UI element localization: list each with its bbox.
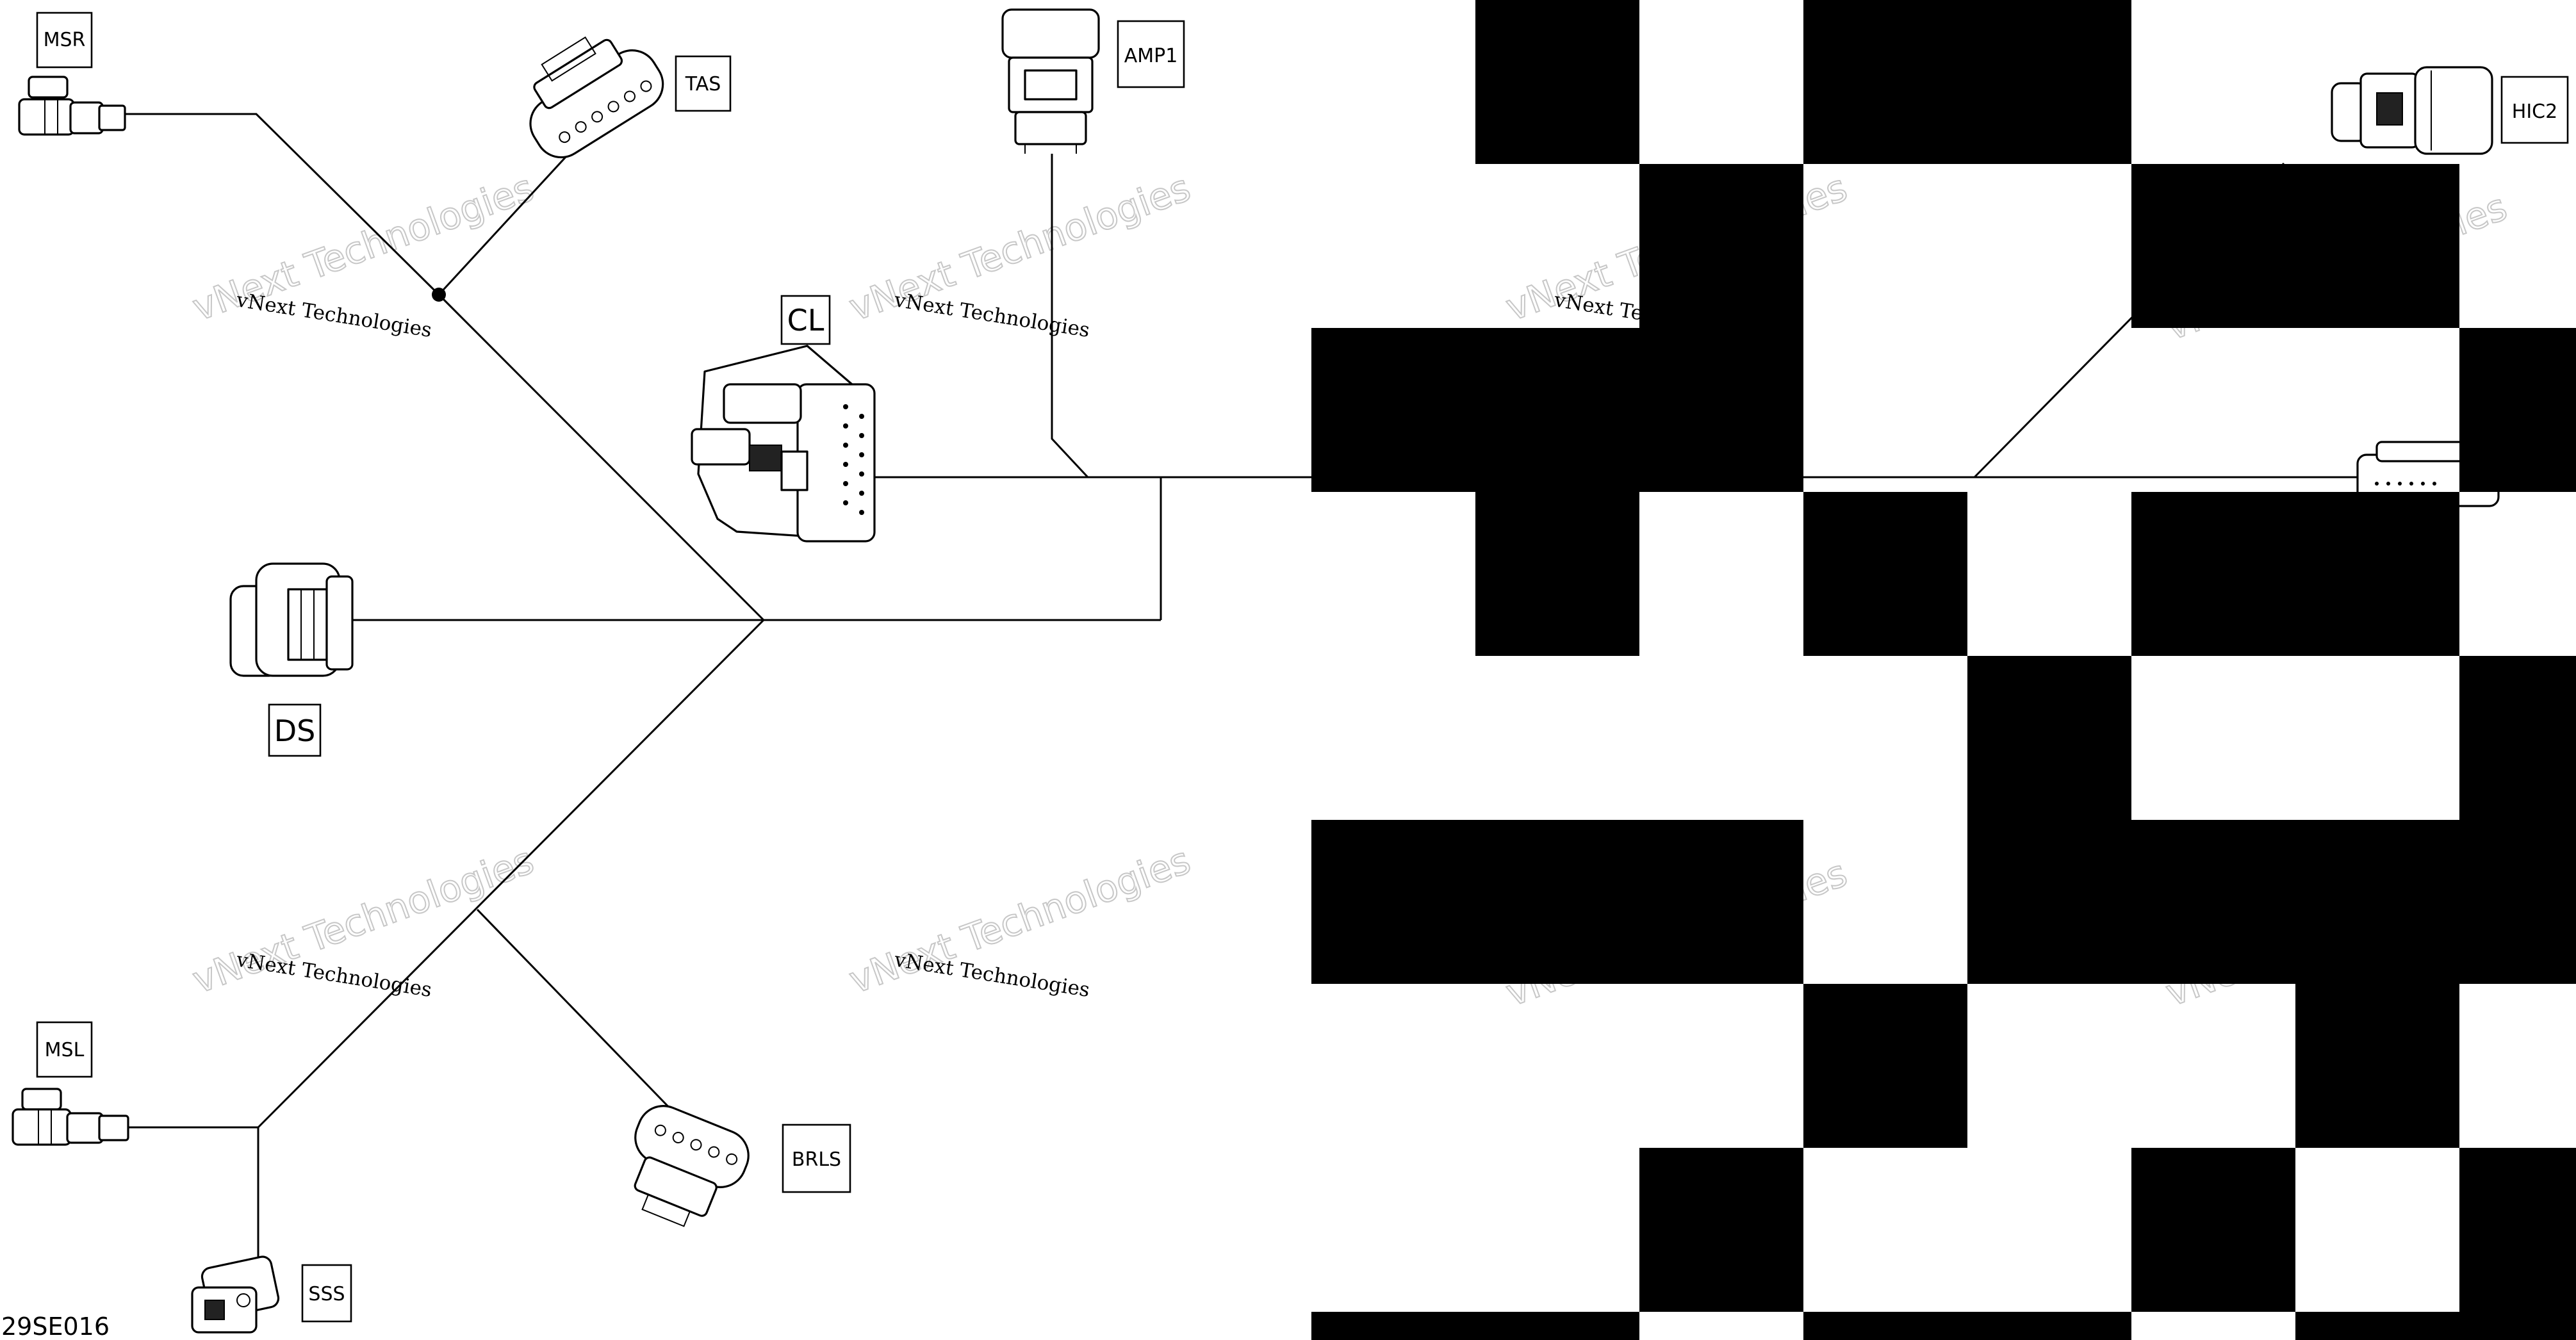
label-msr-text: MSR [44,29,86,51]
redaction-block [1803,1312,2131,1340]
label-amp1: AMP1 [1117,20,1185,88]
redaction-block [1803,0,2131,164]
label-sss: SSS [301,1264,352,1323]
label-brls-text: BRLS [792,1148,841,1171]
redaction-block [2459,1148,2576,1312]
watermark-text: vNext Technologies [892,948,1092,1002]
label-amp1-text: AMP1 [1124,45,1178,67]
label-cl-text: CL [787,303,824,338]
hic2-connector-icon [2331,66,2493,155]
redaction-block [1475,0,1639,164]
label-hic2: HIC2 [2500,76,2569,144]
watermark-text: vNext Technologies [234,288,434,342]
redaction-block [1475,492,1639,656]
redaction-block-pattern [1311,0,2576,1340]
redaction-block [1639,164,1803,328]
watermark-text: vNext Technologies [892,288,1092,342]
watermark-text: vNext Technologies [234,948,434,1002]
brls-connector-icon [634,1105,750,1227]
redaction-block [2131,1148,2295,1312]
amp1-connector-icon [1001,8,1100,154]
msl-connector-icon [12,1088,129,1146]
label-ds-text: DS [274,714,316,748]
label-msl: MSL [36,1021,93,1078]
label-ds: DS [268,703,322,757]
redaction-block [2131,164,2459,328]
sss-connector-icon [191,1255,280,1334]
tas-connector-icon [529,36,664,159]
wire-tas-branch [438,130,591,296]
wire-lower-branch [257,619,765,1129]
label-hic2-text: HIC2 [2512,101,2557,123]
label-msr: MSR [36,12,93,69]
redaction-block [2459,328,2576,492]
wire-brls-branch [476,908,680,1119]
redaction-block [1311,1312,1639,1340]
redaction-block [1639,1148,1803,1312]
wire-amp1-branch [1051,154,1089,478]
msr-connector-icon [18,76,126,136]
label-sss-text: SSS [308,1283,345,1305]
redaction-block [1311,328,1803,492]
redaction-block [1967,656,2131,820]
ds-connector-icon [229,562,354,677]
label-cl: CL [780,295,831,345]
label-msl-text: MSL [45,1039,85,1061]
redaction-block [2295,1312,2576,1340]
redaction-block [2295,984,2459,1148]
cl-connector-icon [691,345,876,543]
redaction-block [1967,820,2576,984]
figure-code: 29SE016 [1,1312,110,1340]
label-tas-text: TAS [685,73,721,95]
redaction-block [1803,492,1967,656]
wire-msl-sss-branch [114,1126,259,1271]
redaction-block [1311,820,1803,984]
label-brls: BRLS [782,1123,851,1193]
wire-msr-branch [112,113,765,621]
redaction-block [2131,492,2459,656]
splice-point [432,288,446,302]
redaction-block [1803,984,1967,1148]
connector-labels: MSR TAS AMP1 HIC2 CL DS MSL BRLS [36,12,2569,1323]
label-tas: TAS [675,55,732,112]
redaction-block [2459,656,2576,820]
